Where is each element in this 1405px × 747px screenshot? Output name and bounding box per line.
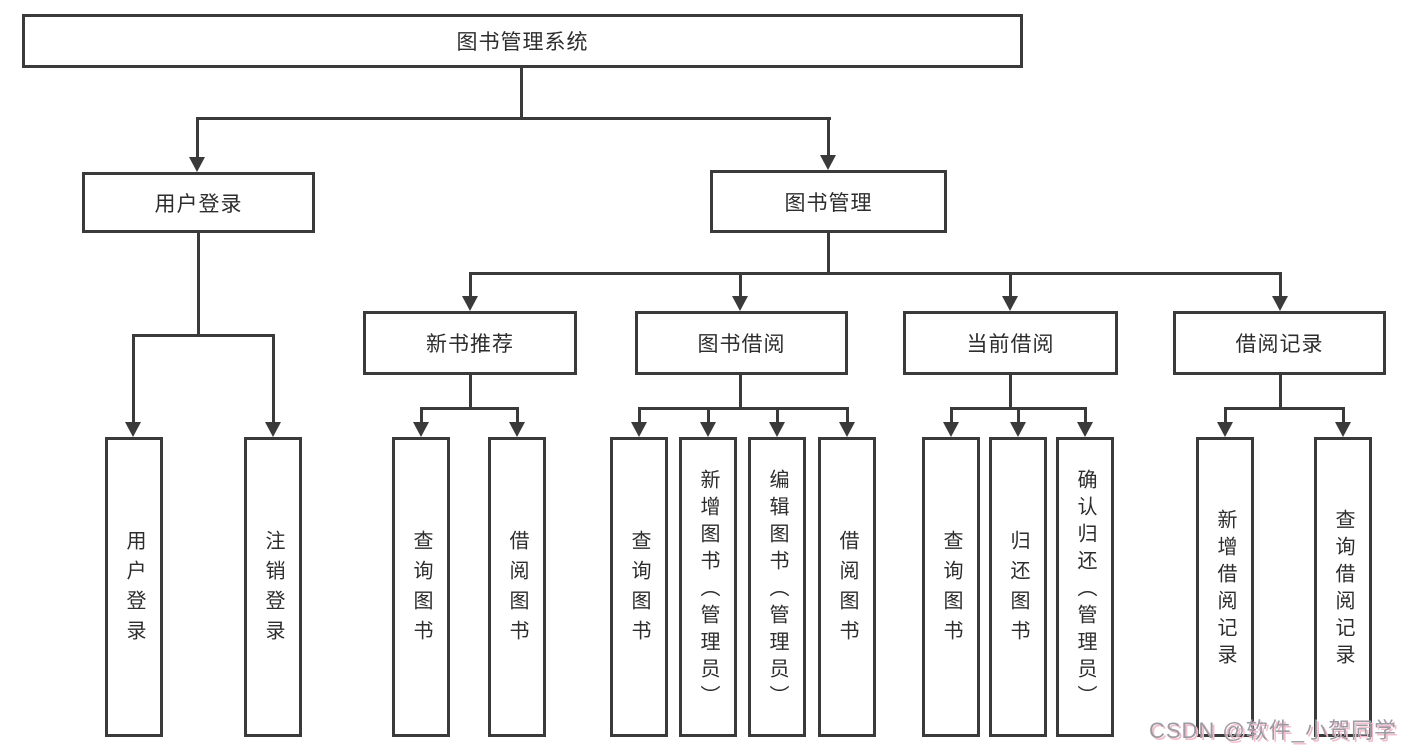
- connector-line: [520, 68, 523, 120]
- connector-line: [707, 407, 710, 423]
- arrowhead: [189, 157, 205, 172]
- arrowhead: [631, 422, 647, 437]
- arrowhead: [943, 422, 959, 437]
- arrowhead: [1335, 422, 1351, 437]
- connector-line: [1279, 272, 1282, 298]
- connector-line: [272, 334, 275, 423]
- leaf-edit-books-admin: 编辑图书（管理员）: [748, 437, 806, 737]
- connector-line: [1009, 375, 1012, 410]
- arrowhead: [700, 422, 716, 437]
- connector-line: [197, 233, 200, 336]
- leaf-confirm-return-admin: 确认归还（管理员）: [1056, 437, 1114, 737]
- arrowhead: [732, 296, 748, 311]
- arrowhead: [769, 422, 785, 437]
- node-book-management: 图书管理: [710, 170, 947, 233]
- node-current-borrowing: 当前借阅: [903, 311, 1118, 375]
- leaf-borrow-books: 借阅图书: [818, 437, 876, 737]
- node-new-book-recommendation: 新书推荐: [363, 311, 577, 375]
- arrowhead: [820, 155, 836, 170]
- connector-line: [739, 272, 742, 298]
- connector-line: [1084, 407, 1087, 423]
- connector-line: [132, 334, 275, 337]
- connector-line: [132, 334, 135, 423]
- csdn-watermark: CSDN @软件_小贺同学: [1148, 718, 1397, 743]
- connector-line: [420, 407, 423, 423]
- connector-line: [776, 407, 779, 423]
- connector-line: [638, 407, 641, 423]
- connector-line: [469, 272, 472, 298]
- connector-line: [1279, 375, 1282, 410]
- connector-line: [827, 233, 830, 275]
- connector-line: [1017, 407, 1020, 423]
- arrowhead: [462, 296, 478, 311]
- leaf-return-books: 归还图书: [989, 437, 1047, 737]
- leaf-query-books-current: 查询图书: [922, 437, 980, 737]
- connector-line: [950, 407, 953, 423]
- node-book-borrowing: 图书借阅: [635, 311, 848, 375]
- connector-line: [469, 272, 1282, 275]
- arrowhead: [1217, 422, 1233, 437]
- connector-line: [1224, 407, 1227, 423]
- leaf-logout: 注销登录: [244, 437, 302, 737]
- arrowhead: [1010, 422, 1026, 437]
- connector-line: [827, 117, 830, 158]
- node-library-management-system: 图书管理系统: [22, 14, 1023, 68]
- connector-line: [469, 375, 472, 410]
- arrowhead: [1272, 296, 1288, 311]
- connector-line: [196, 117, 199, 158]
- arrowhead: [509, 422, 525, 437]
- leaf-add-books-admin: 新增图书（管理员）: [679, 437, 737, 737]
- connector-line: [1224, 407, 1345, 410]
- arrowhead: [413, 422, 429, 437]
- leaf-query-borrow-record: 查询借阅记录: [1314, 437, 1372, 737]
- connector-line: [196, 117, 831, 120]
- arrowhead: [1077, 422, 1093, 437]
- node-borrowing-records: 借阅记录: [1173, 311, 1386, 375]
- leaf-user-login: 用户登录: [105, 437, 163, 737]
- node-user-login: 用户登录: [82, 172, 315, 233]
- arrowhead: [839, 422, 855, 437]
- connector-line: [516, 407, 519, 423]
- arrowhead: [265, 422, 281, 437]
- arrowhead: [125, 422, 141, 437]
- connector-line: [638, 407, 849, 410]
- arrowhead: [1002, 296, 1018, 311]
- connector-line: [846, 407, 849, 423]
- connector-line: [1009, 272, 1012, 298]
- leaf-add-borrow-record: 新增借阅记录: [1196, 437, 1254, 737]
- leaf-borrow-books-recommend: 借阅图书: [488, 437, 546, 737]
- leaf-query-books-recommend: 查询图书: [392, 437, 450, 737]
- connector-line: [420, 407, 519, 410]
- connector-line: [1342, 407, 1345, 423]
- connector-line: [739, 375, 742, 410]
- leaf-query-books-borrow: 查询图书: [610, 437, 668, 737]
